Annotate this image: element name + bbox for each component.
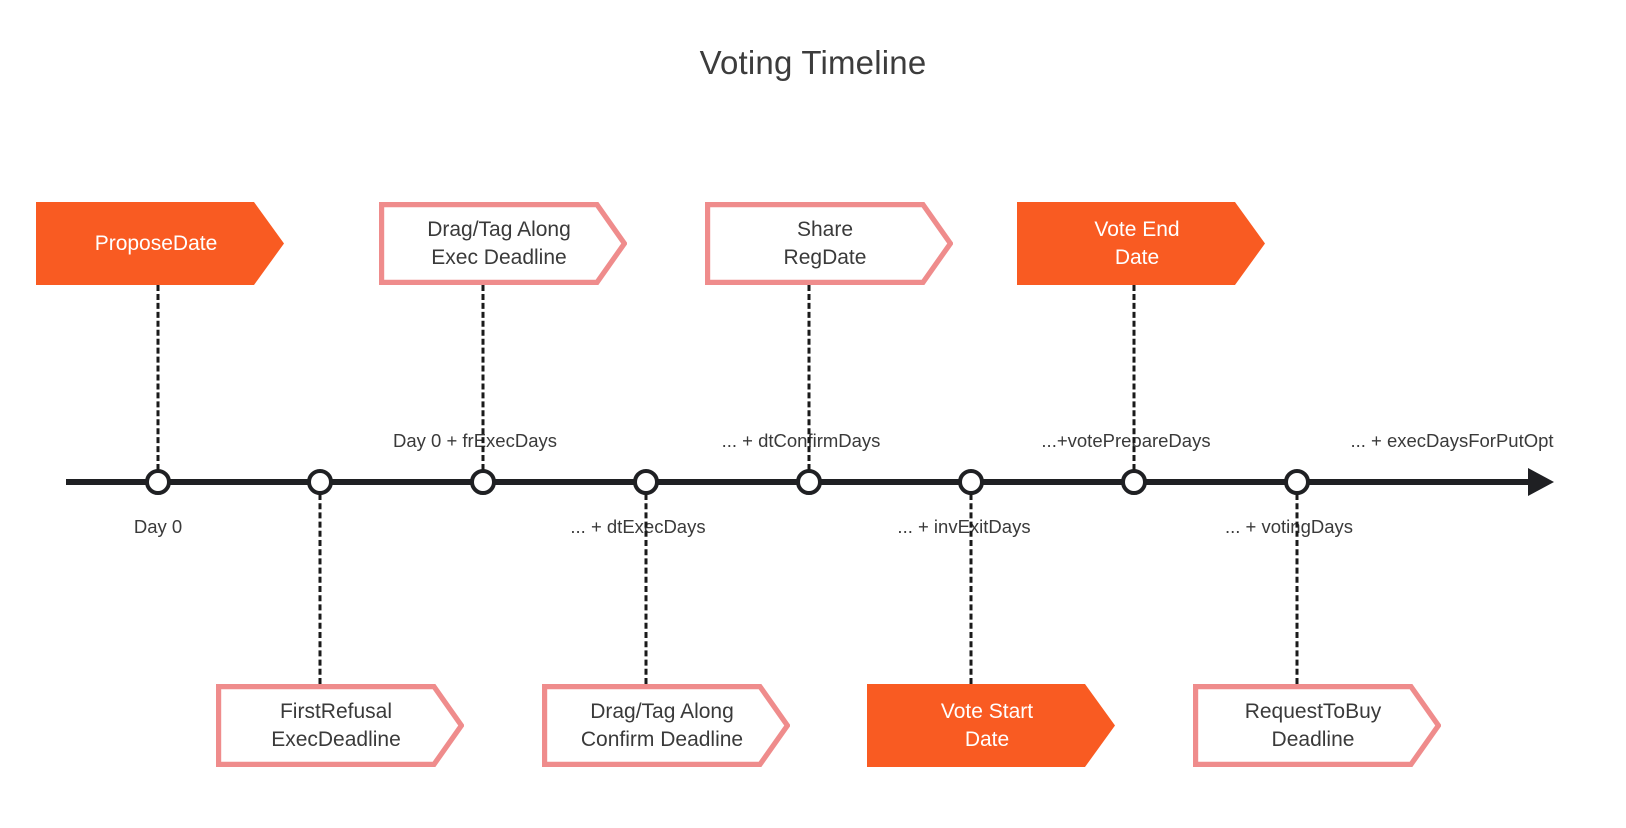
flag-label-line: RegDate (783, 245, 867, 269)
flag-label-line: Confirm Deadline (580, 727, 744, 751)
leader-line-drag-tag-along-exec-deadline (481, 285, 485, 470)
flag-outline-shape (705, 202, 953, 285)
timeline-arrow-head-icon (1528, 468, 1554, 496)
leader-line-propose-date (156, 285, 160, 470)
leader-line-share-regdate (807, 285, 811, 470)
timeline-node-voting[interactable] (1121, 469, 1147, 495)
flag-label-line: Vote End (1094, 217, 1180, 241)
timeline-node-dtexec[interactable] (470, 469, 496, 495)
timeline-node-voteprepare[interactable] (958, 469, 984, 495)
flag-label-line: ProposeDate (94, 231, 218, 255)
axis-label-below-dtexec: ... + dtExecDays (570, 516, 706, 537)
axis-label-below-invexit: ... + invExitDays (897, 516, 1031, 537)
flag-label-line: Share (796, 217, 854, 241)
axis-label-above-frexec: Day 0 + frExecDays (393, 430, 557, 451)
flag-label-line: Deadline (1271, 727, 1355, 751)
timeline-node-day0[interactable] (145, 469, 171, 495)
leader-line-first-refusal-exec-deadline (318, 494, 322, 684)
flag-outline-shape (216, 684, 464, 767)
flag-label-line: Date (1114, 245, 1160, 269)
flag-outline-shape (542, 684, 790, 767)
leader-line-vote-start-date (969, 494, 973, 684)
flag-label-line: Drag/Tag Along (427, 217, 571, 241)
leader-line-drag-tag-along-confirm-deadline (644, 494, 648, 684)
flag-label-line: Vote Start (940, 699, 1034, 723)
flag-label-line: Drag/Tag Along (590, 699, 734, 723)
axis-label-above-execforputopt: ... + execDaysForPutOpt (1350, 430, 1554, 451)
axis-label-below-day0: Day 0 (133, 516, 183, 537)
timeline-node-frexec[interactable] (307, 469, 333, 495)
flag-propose-date[interactable]: ProposeDate (36, 202, 284, 285)
timeline-node-invexit[interactable] (796, 469, 822, 495)
timeline-node-execforputopt[interactable] (1284, 469, 1310, 495)
leader-line-vote-end-date (1132, 285, 1136, 470)
flag-outline-shape (379, 202, 627, 285)
axis-label-below-voting: ... + votingDays (1224, 516, 1354, 537)
flag-label-propose-date: ProposeDate (95, 230, 218, 258)
axis-label-above-voteprepare: ...+votePrepareDays (1041, 430, 1211, 451)
flag-label-line: Exec Deadline (431, 245, 567, 269)
flag-label-line: Date (964, 727, 1010, 751)
flag-outline-shape (1193, 684, 1441, 767)
flag-label-line: RequestToBuy (1244, 699, 1382, 723)
timeline-node-dtconfirm[interactable] (633, 469, 659, 495)
flag-label-line: FirstRefusal (279, 699, 393, 723)
axis-label-above-dtconfirm: ... + dtConfirmDays (721, 430, 881, 451)
page-title: Voting Timeline (699, 44, 927, 81)
leader-line-request-to-buy-deadline (1295, 494, 1299, 684)
flag-label-line: ExecDeadline (271, 727, 401, 751)
